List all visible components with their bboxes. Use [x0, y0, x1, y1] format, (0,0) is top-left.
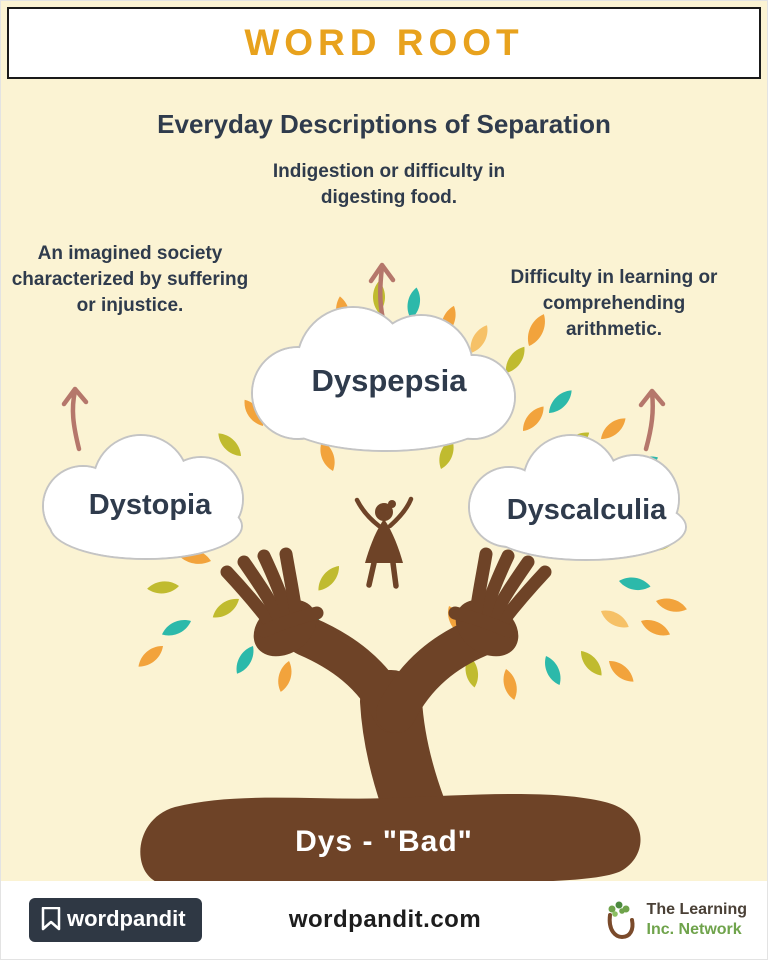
definition-dystopia: An imagined society characterized by suf… — [11, 243, 249, 317]
tree-trunk — [286, 616, 499, 840]
girl-silhouette — [354, 496, 414, 589]
partner-name-line2: Inc. Network — [646, 921, 742, 938]
word-dyspepsia: Dyspepsia — [311, 363, 467, 398]
wordpandit-logo: wordpandit — [29, 898, 202, 942]
learning-network-tree-icon — [607, 901, 635, 940]
footer: wordpandit wordpandit.com The Learning I… — [1, 881, 767, 959]
partner-logo: The Learning Inc. Network — [601, 899, 747, 941]
word-dyscalculia: Dyscalculia — [506, 494, 667, 526]
header: WORD ROOT — [7, 7, 761, 79]
root-word-label: Dys - "Bad" — [295, 825, 473, 858]
definition-dyscalculia: Difficulty in learning or comprehending … — [510, 267, 718, 341]
subtitle: Everyday Descriptions of Separation — [157, 109, 611, 139]
wordpandit-logo-text: wordpandit — [67, 906, 186, 931]
root-blob — [140, 793, 641, 883]
partner-name-line1: The Learning — [646, 901, 747, 918]
bookmark-icon — [41, 907, 61, 931]
arrow-left-icon — [61, 386, 89, 452]
website-url: wordpandit.com — [288, 906, 482, 933]
definition-dyspepsia: Indigestion or difficulty in digesting f… — [272, 161, 506, 209]
hands — [220, 547, 552, 657]
word-dystopia: Dystopia — [88, 489, 212, 521]
arrow-right-icon — [638, 388, 666, 452]
page-title: WORD ROOT — [244, 22, 524, 63]
